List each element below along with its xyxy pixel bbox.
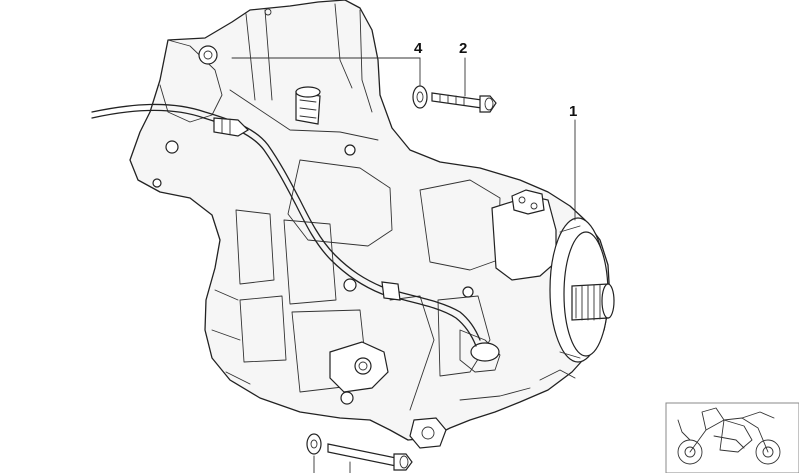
hex-bolt: [431, 92, 497, 113]
breather-hose: [91, 103, 481, 347]
callout-2: 2: [459, 40, 467, 57]
lower-washer: [306, 433, 322, 455]
callout-leaders: [231, 57, 576, 473]
callout-1: 1: [569, 103, 577, 120]
washer: [412, 85, 428, 109]
callout-4: 4: [414, 40, 423, 57]
output-flange: [491, 189, 615, 363]
transmission-housing: [129, 0, 611, 449]
motorcycle-thumbnail-icon[interactable]: [665, 402, 799, 473]
lower-hex-bolt: [327, 443, 413, 471]
